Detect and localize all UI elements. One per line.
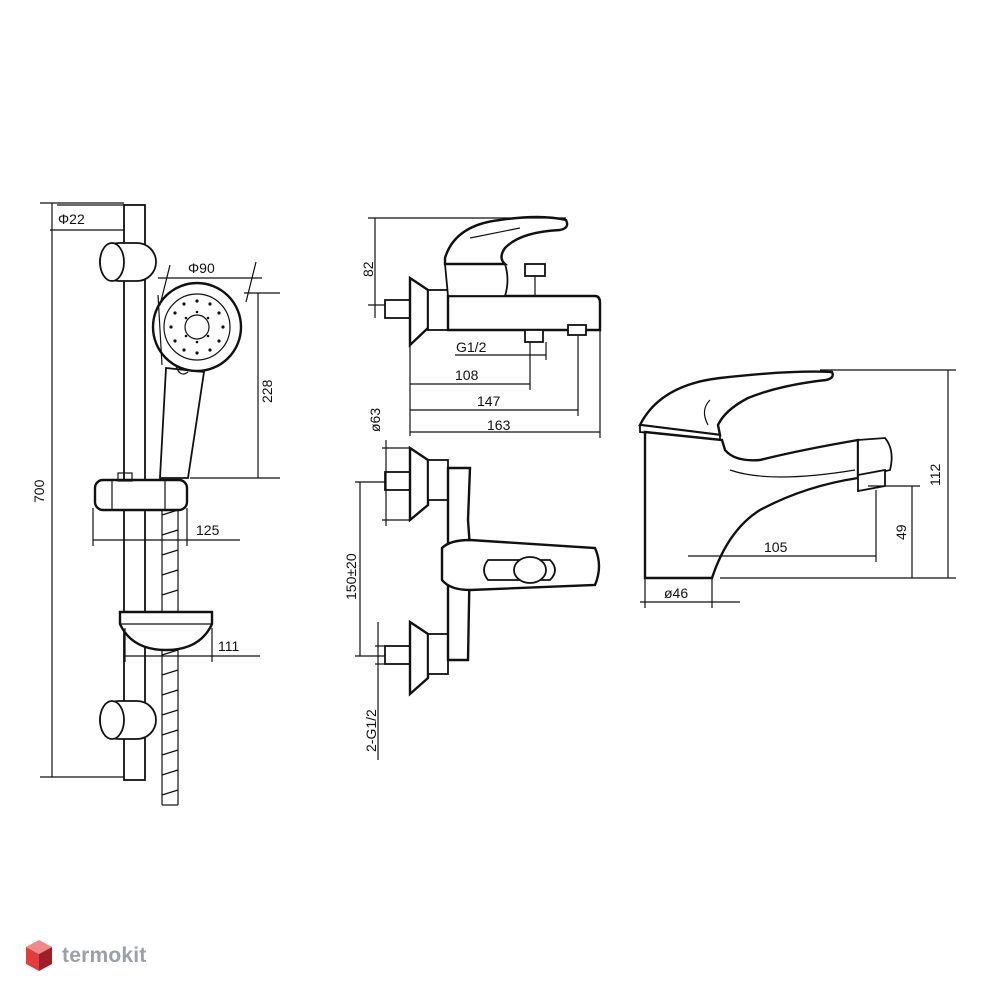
bath-mixer-top-view (384, 215, 602, 348)
soap-dish-projection-label: 111 (218, 638, 239, 654)
basin-reach-label: 105 (764, 539, 788, 555)
basin-base-diameter-label: ø46 (664, 585, 688, 601)
hand-shower (151, 281, 243, 479)
cube-logo-icon (26, 940, 52, 971)
total-height-label: 700 (31, 479, 47, 503)
shower-hose (161, 500, 179, 805)
bath-dimension-lines (355, 217, 601, 760)
head-height-label: 228 (259, 379, 275, 403)
soap-dish (118, 610, 214, 652)
watermark-logo: termokit (24, 936, 146, 976)
bath-center-distance-label: 150±20 (343, 553, 359, 600)
slider-holder (93, 472, 189, 512)
basin-mixer: 112 49 105 ø46 (638, 369, 956, 608)
basin-height-label: 112 (927, 463, 943, 486)
upper-wall-bracket (99, 242, 157, 282)
basin-dimension-lines (640, 369, 956, 608)
bath-dim-108-label: 108 (455, 367, 479, 383)
bath-flange-diameter-label: ø63 (367, 408, 383, 432)
bath-height-label: 82 (360, 261, 376, 277)
bath-inlets-label: 2-G1/2 (363, 709, 379, 752)
lower-wall-bracket (99, 700, 157, 740)
bath-length-label: 163 (487, 417, 511, 433)
bath-thread-label: G1/2 (456, 339, 487, 355)
bath-mixer-front-view (384, 445, 601, 697)
bath-mixer: 82 G1/2 108 147 163 ø63 150±20 2-G1/2 (343, 215, 602, 760)
bath-dim-147-label: 147 (477, 393, 501, 409)
watermark-text: termokit (62, 944, 147, 967)
head-diameter-label: Φ90 (188, 260, 215, 276)
shower-dimension-lines (40, 202, 280, 778)
holder-projection-label: 125 (196, 522, 220, 538)
shower-set: Φ22 Φ90 228 700 125 111 (31, 202, 280, 806)
spray-nozzles (169, 299, 225, 355)
basin-spout-height-label: 49 (893, 524, 909, 540)
rail-diameter-label: Φ22 (58, 211, 85, 227)
